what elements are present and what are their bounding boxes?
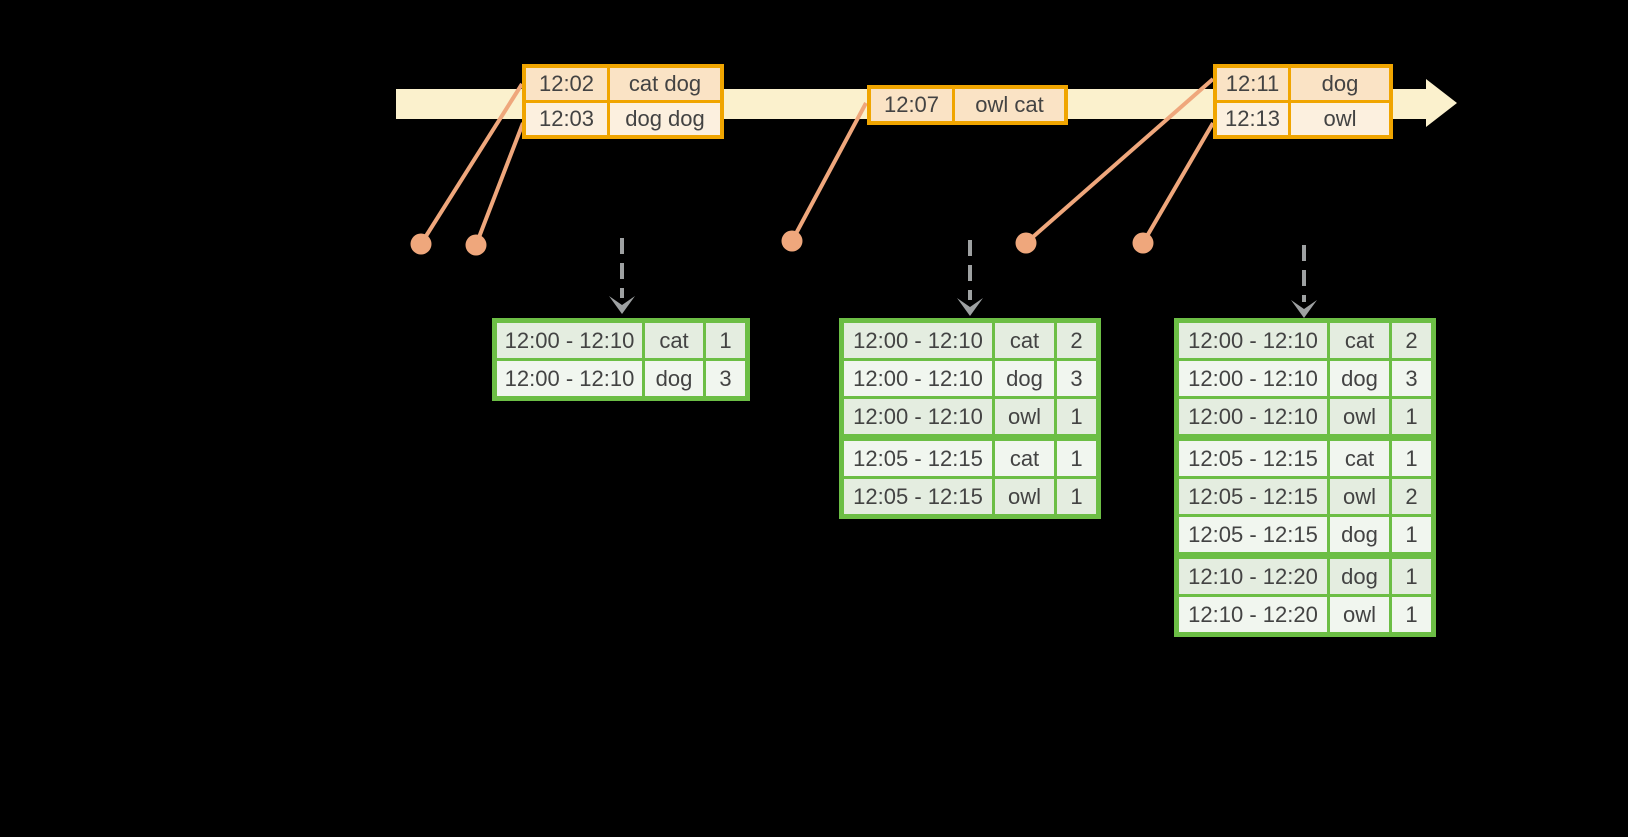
- event-time-dot: [410, 233, 432, 255]
- count-cell: 2: [1057, 323, 1096, 358]
- window-cell: 12:05 - 12:15: [844, 441, 992, 476]
- event-time-dot: [465, 234, 487, 256]
- word-cell: owl: [1330, 597, 1389, 632]
- count-cell: 1: [1392, 597, 1431, 632]
- window-cell: 12:00 - 12:10: [1179, 399, 1327, 434]
- count-cell: 2: [1392, 323, 1431, 358]
- window-cell: 12:00 - 12:10: [844, 361, 992, 396]
- window-cell: 12:00 - 12:10: [844, 399, 992, 434]
- count-cell: 3: [706, 361, 745, 396]
- event-words-cell: dog: [1291, 68, 1389, 100]
- word-cell: owl: [995, 399, 1054, 434]
- count-cell: 1: [1392, 399, 1431, 434]
- count-cell: 1: [1392, 559, 1431, 594]
- window-cell: 12:05 - 12:15: [844, 479, 992, 514]
- event-words-cell: owl: [1291, 103, 1389, 135]
- word-cell: dog: [1330, 361, 1389, 396]
- word-cell: dog: [645, 361, 703, 396]
- word-cell: dog: [1330, 517, 1389, 552]
- count-cell: 3: [1392, 361, 1431, 396]
- event-words-cell: owl cat: [955, 89, 1064, 121]
- window-cell: 12:00 - 12:10: [844, 323, 992, 358]
- count-cell: 1: [1392, 441, 1431, 476]
- window-cell: 12:05 - 12:15: [1179, 479, 1327, 514]
- event-connector-lines: [419, 77, 1215, 246]
- event-connector-line: [474, 122, 525, 246]
- word-cell: dog: [995, 361, 1054, 396]
- count-cell: 3: [1057, 361, 1096, 396]
- window-cell: 12:00 - 12:10: [1179, 323, 1327, 358]
- word-cell: owl: [1330, 479, 1389, 514]
- down-arrowhead-icon: [609, 296, 635, 314]
- event-words-cell: cat dog: [610, 68, 720, 100]
- down-arrowhead-icon: [957, 298, 983, 316]
- word-cell: cat: [1330, 441, 1389, 476]
- count-cell: 1: [1392, 517, 1431, 552]
- count-cell: 1: [706, 323, 745, 358]
- trigger-arrows: [620, 238, 1306, 302]
- event-time-dot: [1015, 232, 1037, 254]
- count-cell: 1: [1057, 441, 1096, 476]
- trigger-arrowheads: [609, 296, 1317, 318]
- word-cell: cat: [1330, 323, 1389, 358]
- down-arrowhead-icon: [1291, 300, 1317, 318]
- window-cell: 12:05 - 12:15: [1179, 441, 1327, 476]
- event-connector-line: [790, 102, 868, 242]
- window-cell: 12:00 - 12:10: [497, 323, 642, 358]
- timeline-arrowhead-icon: [1426, 79, 1457, 127]
- event-connector-line: [1024, 77, 1215, 245]
- event-time-dot: [781, 230, 803, 252]
- event-time-cell: 12:11: [1217, 68, 1288, 100]
- word-cell: owl: [995, 479, 1054, 514]
- count-cell: 2: [1392, 479, 1431, 514]
- window-cell: 12:00 - 12:10: [497, 361, 642, 396]
- event-time-dots: [410, 230, 1154, 256]
- event-time-cell: 12:03: [526, 103, 607, 135]
- event-connector-line: [1141, 121, 1215, 245]
- window-cell: 12:00 - 12:10: [1179, 361, 1327, 396]
- word-cell: cat: [995, 323, 1054, 358]
- event-connector-line: [419, 82, 524, 246]
- count-cell: 1: [1057, 399, 1096, 434]
- window-cell: 12:05 - 12:15: [1179, 517, 1327, 552]
- window-cell: 12:10 - 12:20: [1179, 597, 1327, 632]
- word-cell: owl: [1330, 399, 1389, 434]
- word-cell: cat: [645, 323, 703, 358]
- word-cell: dog: [1330, 559, 1389, 594]
- count-cell: 1: [1057, 479, 1096, 514]
- event-time-cell: 12:13: [1217, 103, 1288, 135]
- event-time-dot: [1132, 232, 1154, 254]
- window-cell: 12:10 - 12:20: [1179, 559, 1327, 594]
- event-time-cell: 12:02: [526, 68, 607, 100]
- event-words-cell: dog dog: [610, 103, 720, 135]
- event-time-cell: 12:07: [871, 89, 952, 121]
- word-cell: cat: [995, 441, 1054, 476]
